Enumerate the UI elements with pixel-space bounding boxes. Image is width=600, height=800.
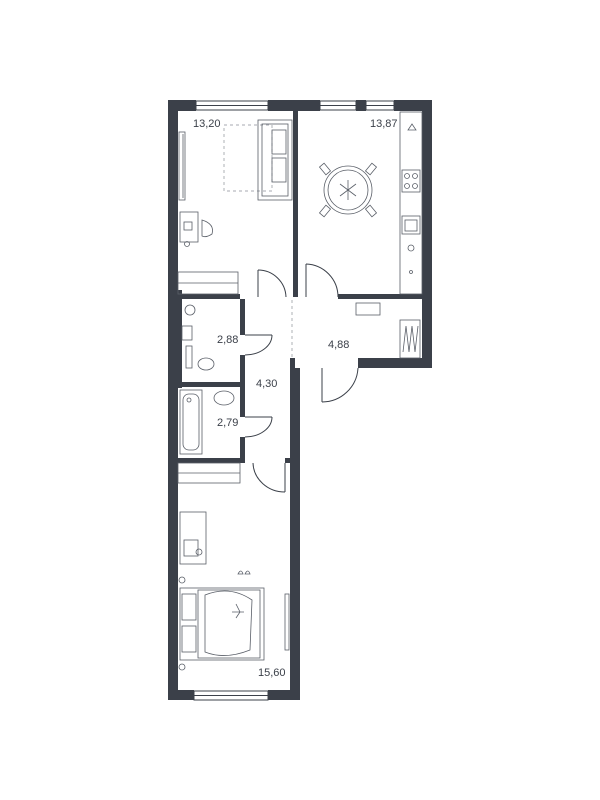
area-bedroom: 15,60 bbox=[258, 667, 286, 679]
area-living-room: 13,20 bbox=[193, 118, 221, 130]
area-labels: 13,20 13,87 2,88 4,30 4,88 2,79 15,60 bbox=[193, 118, 398, 679]
exterior-walls bbox=[168, 100, 432, 700]
windows bbox=[193, 100, 395, 701]
living-room-furniture bbox=[177, 119, 293, 295]
area-shower-room: 2,79 bbox=[217, 417, 238, 429]
doors bbox=[244, 263, 359, 493]
shower-room-fixtures bbox=[179, 389, 235, 455]
bathroom-fixtures bbox=[181, 304, 215, 371]
area-corridor: 4,88 bbox=[328, 339, 349, 351]
interior-walls bbox=[178, 111, 422, 463]
area-kitchen: 13,87 bbox=[370, 118, 398, 130]
area-hall: 4,30 bbox=[256, 378, 277, 390]
kitchen-furniture bbox=[318, 111, 423, 359]
area-bathroom: 2,88 bbox=[217, 334, 238, 346]
bedroom-furniture bbox=[177, 462, 290, 671]
